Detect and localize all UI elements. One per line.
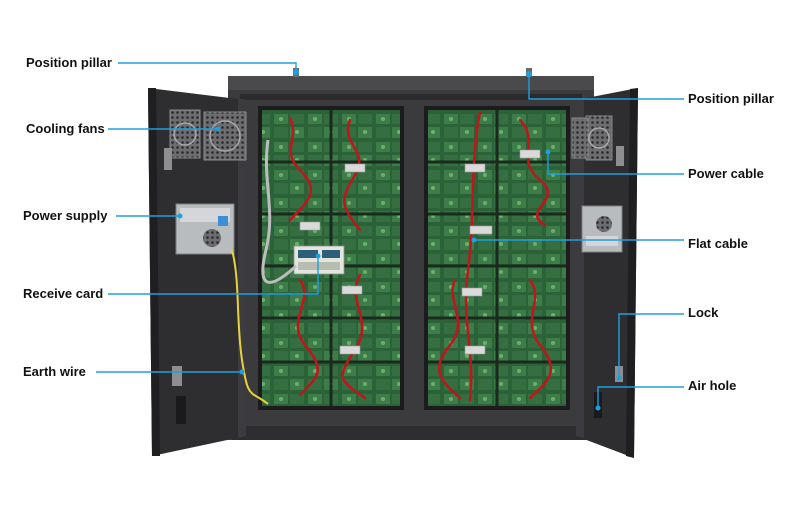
leader-dots — [177, 126, 601, 411]
label-cooling-fans: Cooling fans — [26, 121, 105, 136]
data-cable-bundle — [261, 139, 298, 284]
label-lock: Lock — [688, 305, 719, 320]
label-earth-wire: Earth wire — [23, 364, 86, 379]
cooling-fans-left — [169, 109, 247, 161]
label-air-hole: Air hole — [688, 378, 737, 393]
label-power-cable: Power cable — [688, 166, 764, 181]
led-module-panel-right — [424, 106, 570, 410]
label-receive-card: Receive card — [23, 286, 104, 301]
label-flat-cable: Flat cable — [688, 236, 748, 251]
cooling-fans-right — [571, 115, 613, 161]
flat-cables — [299, 149, 541, 355]
label-position-pillar-left: Position pillar — [26, 55, 112, 70]
handle-left-upper — [164, 148, 172, 170]
leader-position-pillar-left — [118, 62, 297, 72]
power-supply-left — [175, 203, 235, 255]
label-power-supply: Power supply — [23, 208, 108, 223]
cabinet-door-left — [148, 88, 246, 456]
label-position-pillar-right: Position pillar — [688, 91, 774, 106]
leader-lines — [96, 62, 684, 408]
handle-left-lower — [172, 366, 182, 386]
led-module-panel-left — [258, 106, 404, 410]
air-hole-left — [176, 396, 186, 424]
power-supply-right — [581, 205, 623, 253]
cabinet-door-right — [576, 88, 638, 458]
receive-card — [293, 245, 345, 275]
leader-receive-card — [108, 256, 319, 295]
leader-lock — [618, 313, 684, 378]
earth-wire — [231, 249, 269, 405]
power-cables — [288, 110, 552, 402]
leader-position-pillar-right — [528, 74, 684, 100]
leader-air-hole — [597, 386, 684, 408]
handle-right-upper — [616, 146, 624, 166]
leader-power-cable — [547, 152, 684, 175]
